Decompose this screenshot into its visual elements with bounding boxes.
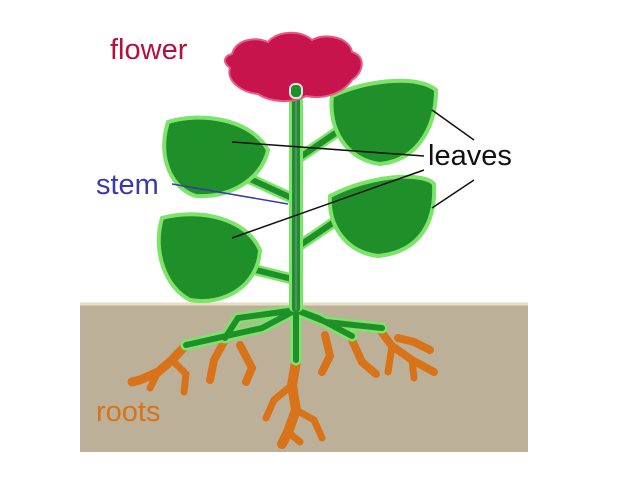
leaf-upper-right xyxy=(331,81,436,164)
flower-label: flower xyxy=(110,36,187,65)
leaves-label: leaves xyxy=(428,142,512,171)
leaves-pointer-3 xyxy=(432,110,474,140)
flower-bud-tip xyxy=(290,84,302,98)
leaves-pointer-4 xyxy=(432,180,474,208)
roots-label: roots xyxy=(96,398,160,427)
stem-label: stem xyxy=(96,171,159,200)
stem xyxy=(289,88,303,312)
leaf-lower-right xyxy=(330,177,434,256)
leaf-lower-left xyxy=(159,214,260,301)
